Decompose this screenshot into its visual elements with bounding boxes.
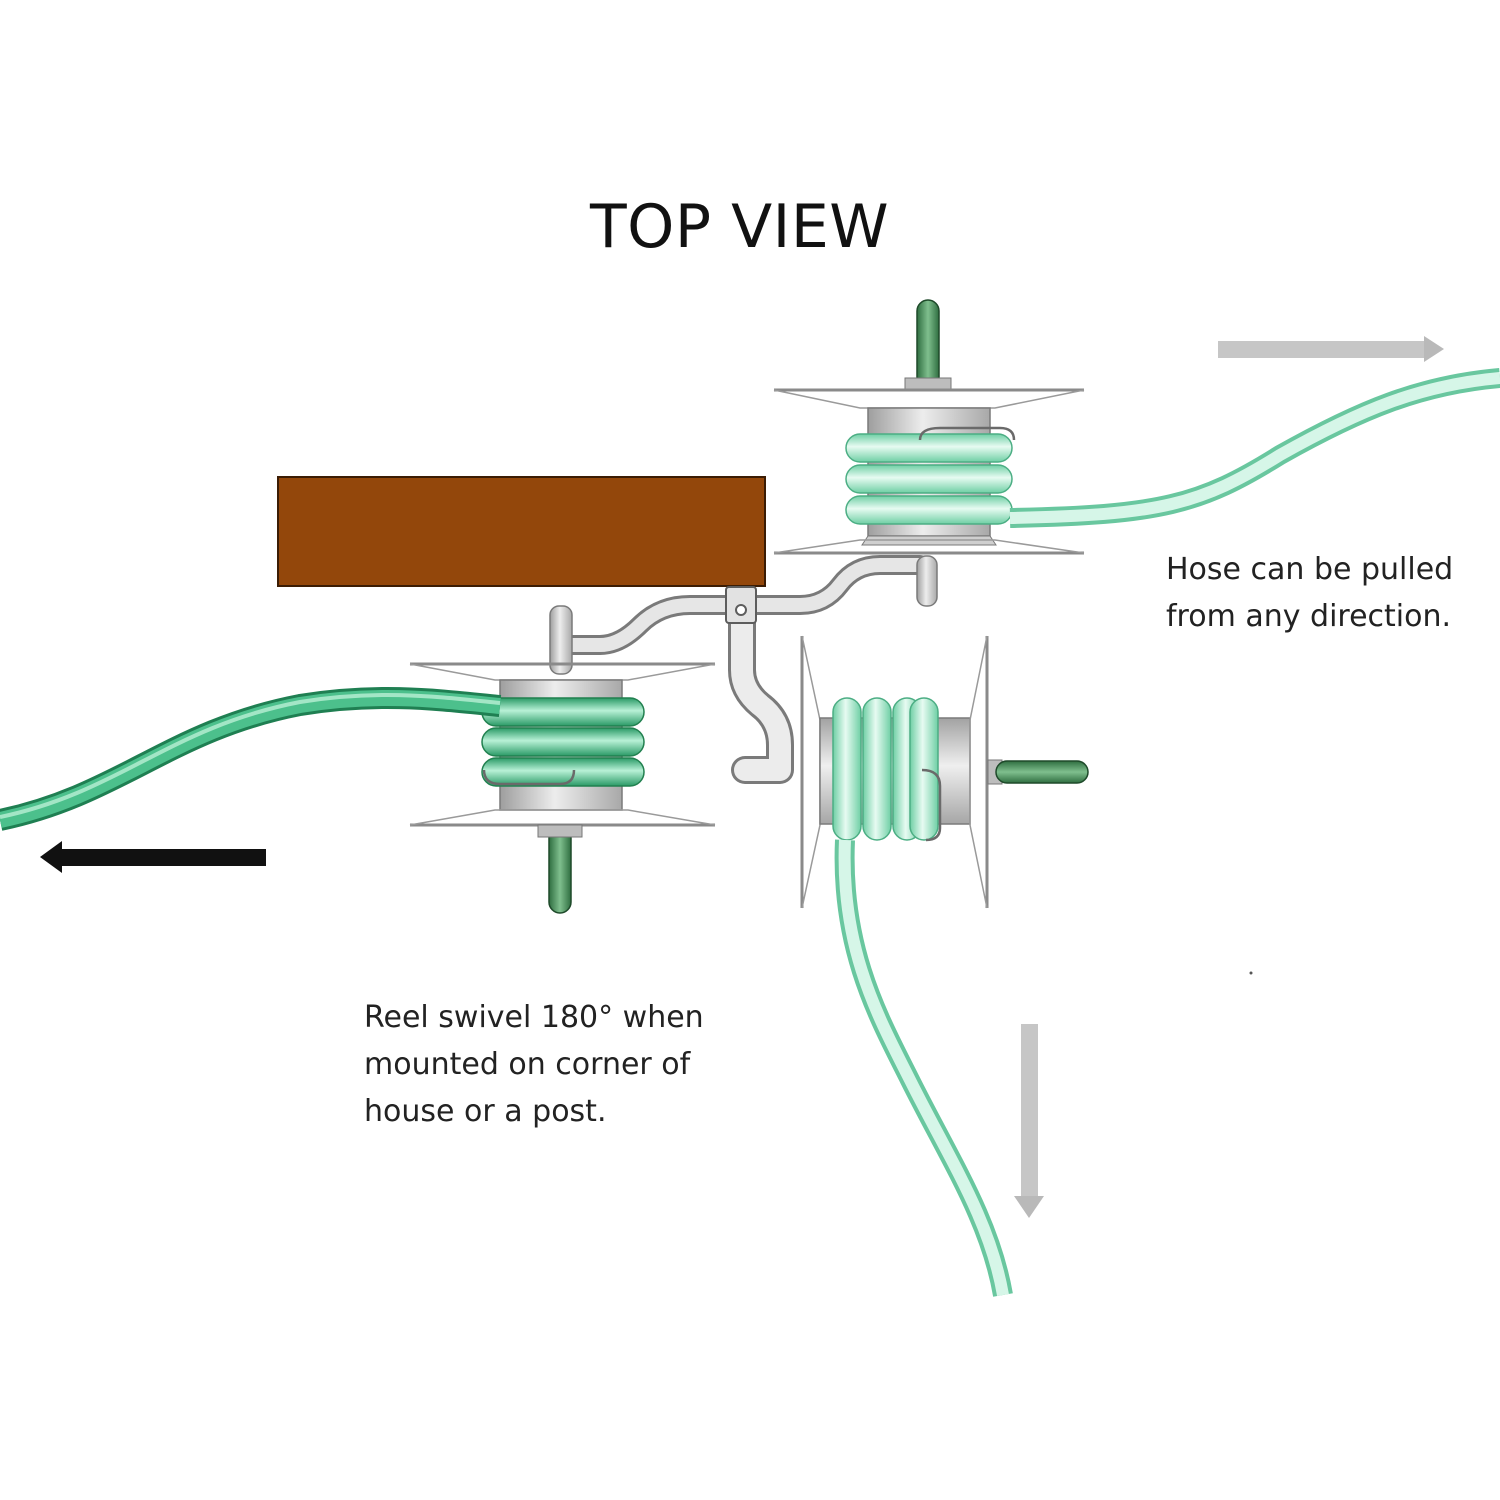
arrow-down-icon (1014, 1024, 1044, 1218)
diagram-title: TOP VIEW (590, 192, 890, 262)
note-line: Hose can be pulled (1166, 552, 1454, 587)
reel-left (409, 605, 716, 914)
wall-block (277, 476, 766, 587)
note-line: Reel swivel 180° when (364, 1000, 704, 1035)
reel-top (773, 299, 1085, 607)
note-line: mounted on corner of (364, 1047, 691, 1082)
note-swivel: Reel swivel 180° when mounted on corner … (364, 994, 704, 1135)
note-line: from any direction. (1166, 599, 1452, 634)
note-line: house or a post. (364, 1094, 607, 1129)
crank-handle (548, 826, 572, 914)
crank-handle (916, 299, 940, 389)
arrow-left-icon (40, 841, 266, 873)
arrow-right-icon (1218, 336, 1444, 362)
crank-handle (995, 760, 1089, 784)
stray-dot (1249, 971, 1253, 975)
hose-right (1009, 368, 1500, 528)
note-pull-direction: Hose can be pulled from any direction. (1166, 546, 1453, 640)
reel-side (800, 635, 1089, 909)
mounting-arm (550, 555, 930, 784)
